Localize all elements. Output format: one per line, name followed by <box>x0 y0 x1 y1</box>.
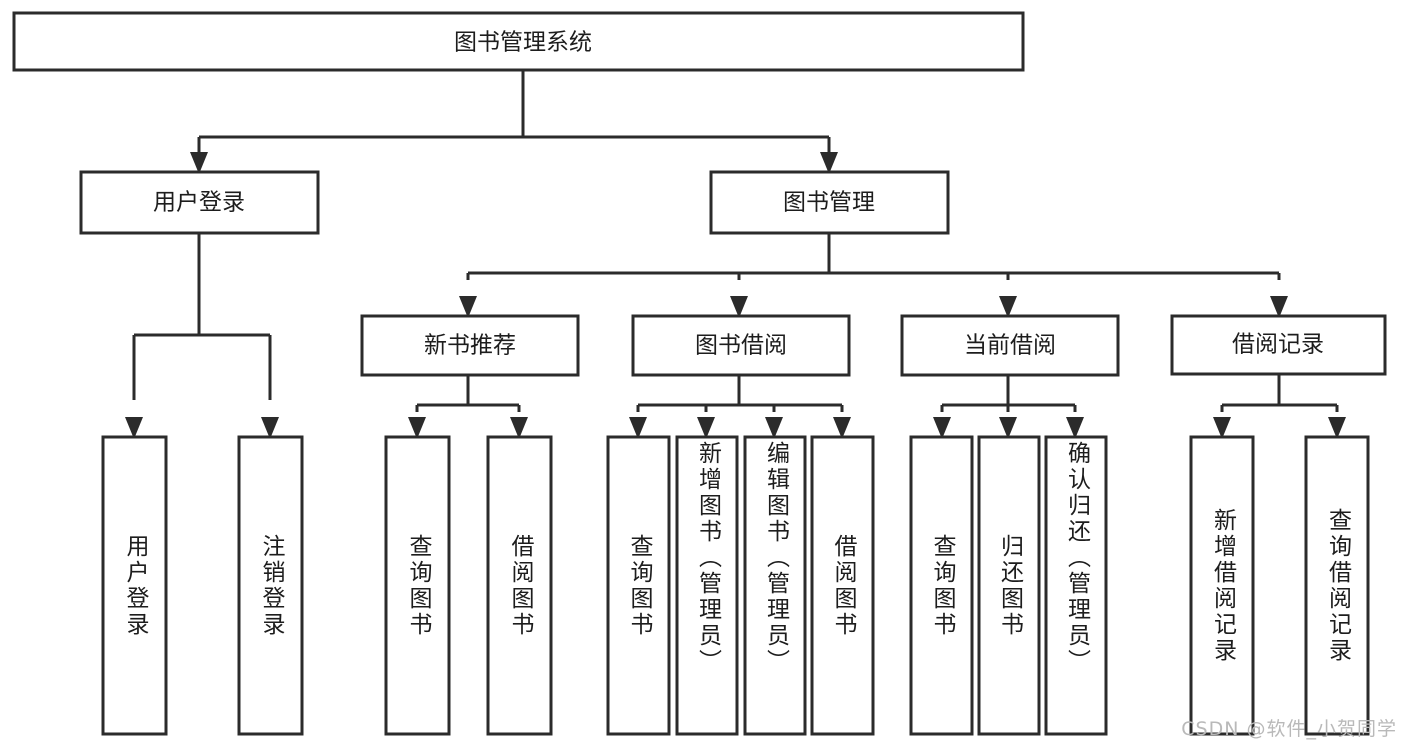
node-borrow-record-label: 借阅记录 <box>1232 332 1324 358</box>
node-current-borrow-label: 当前借阅 <box>964 333 1056 359</box>
node-book-management[interactable]: 图书管理 <box>709 170 950 235</box>
node-leaf-query-record-box[interactable] <box>1304 435 1370 736</box>
node-leaf-add-record-box[interactable] <box>1189 435 1255 736</box>
node-book-borrow-box[interactable] <box>631 314 851 377</box>
node-book-borrow[interactable]: 图书借阅 <box>631 314 851 377</box>
node-leaf-query-book-2-box[interactable] <box>606 435 671 736</box>
watermark-text: CSDN @软件_小贺同学 <box>1181 718 1397 740</box>
node-leaf-logout-login-box[interactable] <box>237 435 304 736</box>
node-borrow-record[interactable]: 借阅记录 <box>1170 314 1387 376</box>
edge-user-login-to-leaves <box>125 232 279 439</box>
node-user-login-box[interactable] <box>79 170 320 235</box>
node-new-book-recommend-box[interactable] <box>360 314 580 377</box>
node-book-management-label: 图书管理 <box>783 190 875 216</box>
node-root[interactable]: 图书管理系统 <box>12 11 1025 72</box>
node-book-management-box[interactable] <box>709 170 950 235</box>
node-leaf-return-book-box[interactable] <box>977 435 1041 736</box>
edge-new-book-recommend-to-leaves <box>408 375 528 439</box>
edge-borrow-record-to-leaves <box>1213 374 1346 439</box>
node-leaf-user-login-box[interactable] <box>101 435 168 736</box>
node-user-login-label: 用户登录 <box>153 190 245 216</box>
node-current-borrow-box[interactable] <box>900 314 1120 377</box>
node-new-book-recommend-label: 新书推荐 <box>424 333 516 359</box>
edge-book-borrow-to-leaves <box>629 375 851 439</box>
node-leaf-borrow-book-2-box[interactable] <box>810 435 875 736</box>
node-root-box[interactable] <box>12 11 1025 72</box>
node-current-borrow[interactable]: 当前借阅 <box>900 314 1120 377</box>
edge-root-to-level2 <box>190 70 838 174</box>
node-leaf-edit-book-box[interactable] <box>743 435 807 736</box>
node-leaf-borrow-book-1-box[interactable] <box>486 435 553 736</box>
node-root-label: 图书管理系统 <box>454 30 592 56</box>
node-new-book-recommend[interactable]: 新书推荐 <box>360 314 580 377</box>
node-leaf-query-book-1-box[interactable] <box>384 435 451 736</box>
edge-book-management-to-level3 <box>459 233 1288 318</box>
node-leaf-add-book-box[interactable] <box>675 435 739 736</box>
node-user-login[interactable]: 用户登录 <box>79 170 320 235</box>
node-leaf-confirm-return-box[interactable] <box>1044 435 1108 736</box>
node-borrow-record-box[interactable] <box>1170 314 1387 376</box>
node-book-borrow-label: 图书借阅 <box>695 333 787 359</box>
node-leaf-query-book-3-box[interactable] <box>909 435 974 736</box>
edge-current-borrow-to-leaves <box>933 375 1084 439</box>
